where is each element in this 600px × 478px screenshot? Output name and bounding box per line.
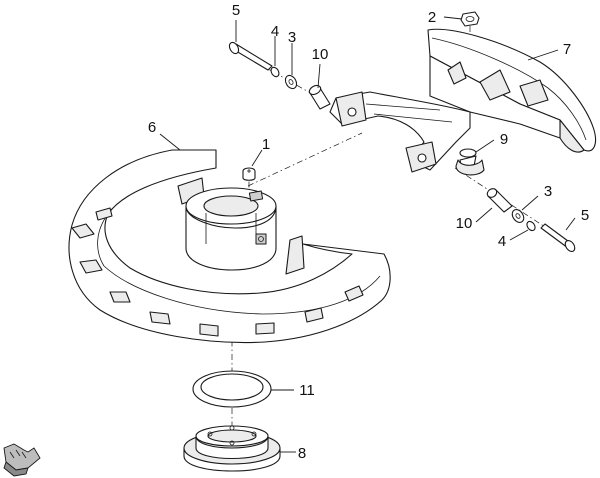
washer-part-3-left bbox=[284, 74, 298, 90]
callout-8: 8 bbox=[298, 445, 306, 462]
callout-7: 7 bbox=[563, 41, 571, 58]
washer-part-3-right bbox=[511, 209, 525, 223]
bolt-part-5-left bbox=[228, 41, 273, 71]
callout-10-right: 10 bbox=[456, 215, 473, 232]
screw-part-1 bbox=[242, 167, 256, 181]
callout-1: 1 bbox=[262, 136, 270, 153]
bolt-part-5-right bbox=[540, 223, 576, 252]
callout-11: 11 bbox=[299, 382, 315, 399]
shield-guard-part bbox=[68, 149, 391, 344]
callout-5-right: 5 bbox=[581, 207, 589, 224]
nut-part-2 bbox=[460, 11, 480, 27]
bracket-handle-part bbox=[329, 28, 597, 173]
callout-4-right: 4 bbox=[498, 233, 506, 250]
callout-10-left: 10 bbox=[312, 46, 329, 63]
lock-washer-part-4-right bbox=[526, 220, 536, 232]
spacer-part-10-right bbox=[486, 188, 513, 213]
ring-part-11 bbox=[192, 370, 272, 408]
arrow-icon bbox=[3, 443, 41, 477]
callout-9: 9 bbox=[500, 131, 508, 148]
callout-6: 6 bbox=[148, 119, 156, 136]
rubber-bumper-part-9 bbox=[455, 148, 485, 176]
callout-2: 2 bbox=[428, 9, 436, 26]
callout-5-left: 5 bbox=[232, 2, 240, 19]
callout-3-left: 3 bbox=[288, 29, 296, 46]
callout-4-left: 4 bbox=[271, 23, 279, 40]
callout-leader-lines bbox=[159, 16, 576, 453]
callout-labels: 5 4 3 10 2 7 6 1 9 3 5 10 4 11 8 bbox=[148, 2, 589, 462]
spacer-part-10-left bbox=[308, 84, 331, 110]
callout-3-right: 3 bbox=[544, 183, 552, 200]
lock-washer-part-4-left bbox=[270, 66, 280, 78]
collar-part-8 bbox=[183, 425, 281, 472]
